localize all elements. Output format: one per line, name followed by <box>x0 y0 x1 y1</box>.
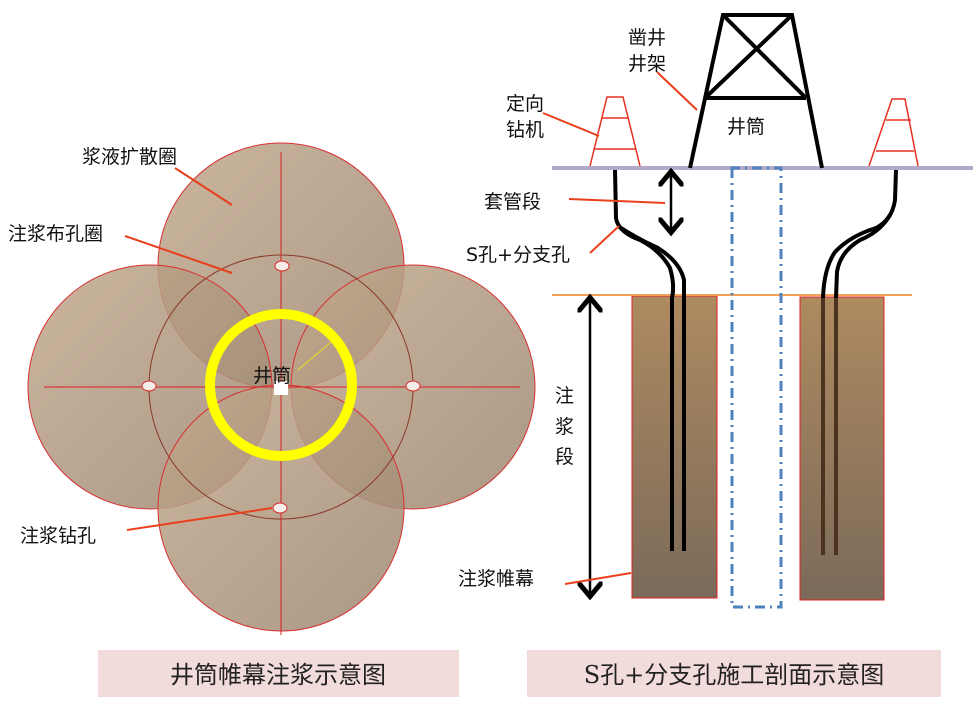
shaft-center <box>274 381 288 395</box>
label-spread-circle: 浆液扩散圈 <box>82 146 177 168</box>
drill-rig-right <box>868 98 919 167</box>
leader-layout <box>124 235 233 274</box>
label-hole-layout-circle: 注浆布孔圈 <box>8 223 103 245</box>
grout-hole-right <box>405 380 421 392</box>
label-grout-section-3: 段 <box>555 446 574 468</box>
grout-hole-top <box>274 260 290 272</box>
shaft-outline <box>730 166 783 609</box>
label-shaft-section: 井筒 <box>727 116 765 138</box>
label-casing: 套管段 <box>484 191 541 213</box>
label-grout-section-2: 浆 <box>555 416 574 438</box>
label-s-hole: S孔+分支孔 <box>466 244 570 266</box>
leader-s-hole <box>589 225 620 254</box>
headframe <box>688 13 824 169</box>
shaft-ring <box>205 309 357 461</box>
s-hole-right-in-curtain <box>821 298 838 555</box>
leader-casing <box>568 198 666 204</box>
label-shaft: 井筒 <box>253 365 291 387</box>
grout-hole-left <box>141 380 157 392</box>
caption-box-right <box>527 650 941 697</box>
caption-left: 井筒帷幕注浆示意图 <box>170 661 386 689</box>
label-headframe-2: 井架 <box>628 53 666 75</box>
leader-spread <box>174 167 233 206</box>
label-curtain: 注浆帷幕 <box>458 568 534 590</box>
label-drill-1: 定向 <box>506 93 544 115</box>
plan-view: 浆液扩散圈 注浆布孔圈 井筒 注浆钻孔 井筒帷幕注浆示意图 <box>8 142 536 697</box>
label-grout-hole: 注浆钻孔 <box>20 525 96 547</box>
section-view: 凿井 井架 定向 钻机 井筒 套管段 S孔+分支孔 注 浆 段 注浆帷幕 S孔+… <box>458 13 973 697</box>
s-hole-left <box>613 169 686 551</box>
caption-box-left <box>98 650 459 697</box>
label-headframe-1: 凿井 <box>628 27 666 49</box>
curtain-block-right <box>799 296 885 601</box>
caption-right: S孔+分支孔施工剖面示意图 <box>584 661 885 689</box>
curtain-block-left <box>631 295 718 599</box>
grout-hole-bottom <box>272 502 288 514</box>
label-grout-section-1: 注 <box>555 385 574 407</box>
leader-curtain <box>564 572 632 585</box>
leader-hole <box>126 507 273 531</box>
drill-rig-left <box>589 96 641 167</box>
s-hole-right <box>821 169 898 299</box>
shaft-radius-line <box>297 341 332 371</box>
label-drill-2: 钻机 <box>506 119 544 141</box>
leader-drill <box>542 112 600 137</box>
leader-headframe <box>656 71 698 111</box>
